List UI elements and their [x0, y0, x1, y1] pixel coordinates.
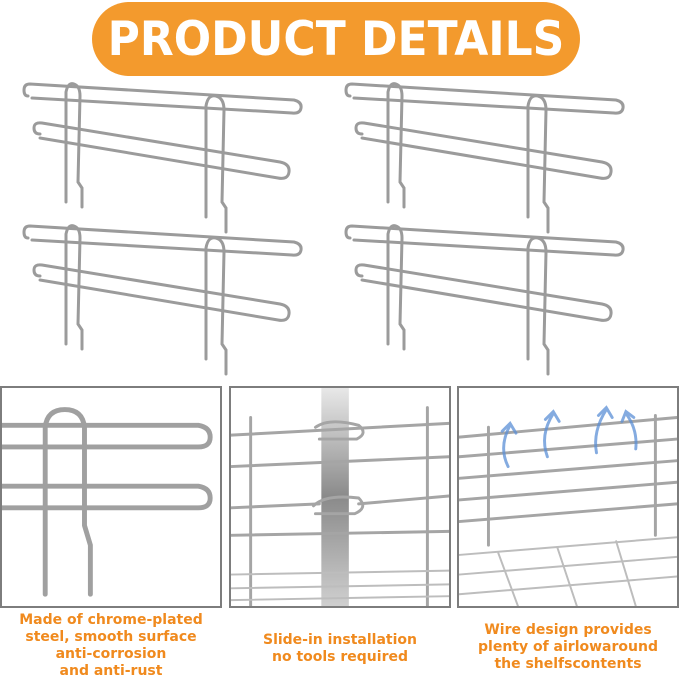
title-banner: PRODUCT DETAILS	[92, 2, 580, 76]
caption-line: Wire design provides	[484, 622, 652, 638]
feature-caption-installation: Slide-in installation no tools required	[229, 632, 451, 666]
caption-line: anti-corrosion	[55, 646, 167, 662]
feature-caption-airflow: Wire design provides plenty of airlowaro…	[457, 622, 679, 673]
shelf-liner-image-1	[18, 82, 318, 234]
caption-line: steel, smooth surface	[25, 629, 197, 645]
caption-line: Made of chrome-plated	[19, 612, 203, 628]
airflow-arrows-icon	[500, 405, 638, 469]
detail-installation-panel	[229, 386, 451, 608]
shelf-liner-image-3	[18, 224, 318, 376]
caption-line: and anti-rust	[59, 663, 163, 679]
shelf-liner-image-2	[340, 82, 640, 234]
detail-closeup-panel	[0, 386, 222, 608]
caption-line: the shelfscontents	[494, 656, 642, 672]
detail-airflow-panel	[457, 386, 679, 608]
closeup-wire-image	[2, 407, 213, 597]
caption-line: plenty of airlowaround	[478, 639, 658, 655]
feature-caption-material: Made of chrome-plated steel, smooth surf…	[0, 612, 222, 680]
installation-image	[231, 388, 449, 606]
airflow-image	[459, 405, 677, 606]
caption-line: no tools required	[271, 649, 408, 665]
caption-line: Slide-in installation	[262, 632, 417, 648]
shelf-liner-image-4	[340, 224, 640, 376]
page-title: PRODUCT DETAILS	[107, 11, 565, 67]
